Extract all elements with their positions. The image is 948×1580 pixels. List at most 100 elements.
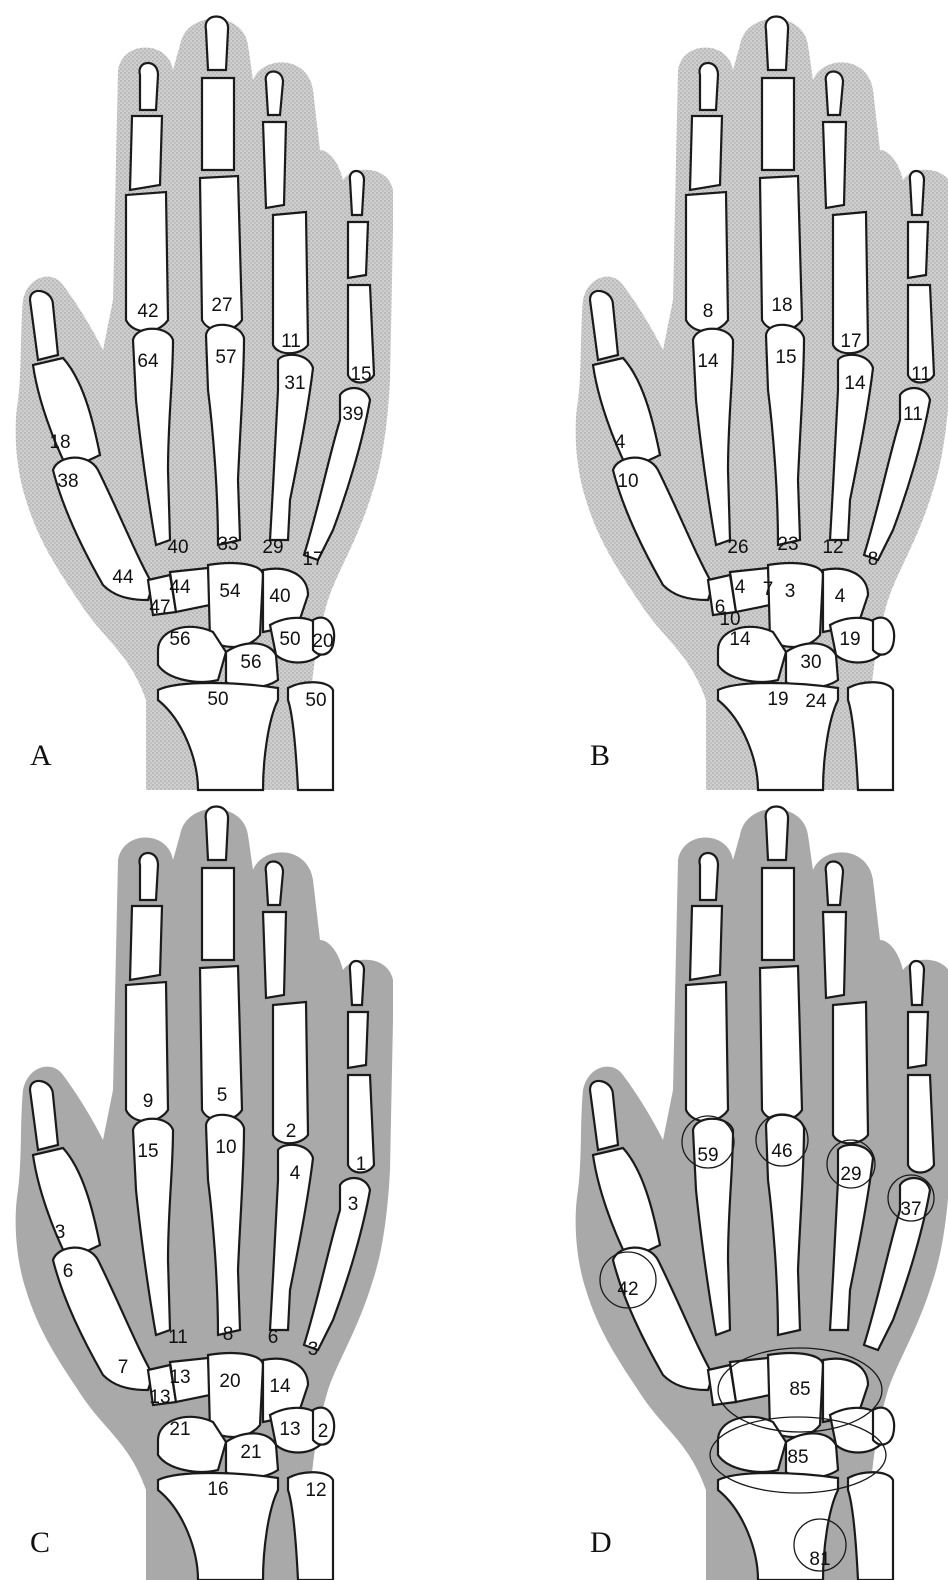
bone-d2-distal (140, 63, 158, 110)
label-d5-meta-base: 17 (302, 549, 323, 570)
label-d3-meta-head: 57 (215, 347, 236, 368)
label-d1-meta-head: 38 (57, 471, 78, 492)
panel-letter-c: C (30, 1526, 50, 1559)
panel-letter-d: D (590, 1526, 612, 1559)
label-d4-meta-head: 4 (290, 1163, 301, 1184)
label-pisiform: 20 (312, 631, 333, 652)
label-d2-mcp: 59 (697, 1145, 718, 1166)
label-d5-prox: 15 (350, 364, 371, 385)
label-radius: 16 (207, 1479, 228, 1500)
label-triquetrum: 13 (279, 1419, 300, 1440)
label-d5-meta-head: 39 (342, 404, 363, 425)
bone-pisiform (873, 1408, 894, 1445)
bone-capitate (208, 563, 263, 647)
bone-d4-distal (826, 72, 843, 116)
bone-d2-middle (130, 906, 162, 980)
label-d5-mcp: 37 (900, 1199, 921, 1220)
label-d1-meta-head: 6 (63, 1261, 74, 1282)
label-capitate: 20 (219, 1371, 240, 1392)
bone-d5-middle (908, 222, 928, 278)
bone-d3-middle (762, 78, 794, 170)
label-d3-meta-base: 33 (217, 534, 238, 555)
label-d3-meta-head: 15 (775, 347, 796, 368)
label-triquetrum: 50 (279, 629, 300, 650)
label-d4-meta-base: 29 (262, 537, 283, 558)
label-hamate: 40 (269, 586, 290, 607)
bone-d2-middle (690, 116, 722, 190)
label-d2-prox: 8 (703, 301, 714, 322)
label-d4-meta-base: 12 (822, 537, 843, 558)
label-d3-prox: 27 (211, 295, 232, 316)
label-d3-meta-head: 10 (215, 1137, 236, 1158)
label-d4-mcp: 29 (840, 1164, 861, 1185)
label-d4-prox: 17 (840, 331, 861, 352)
bone-scaphoid (718, 627, 786, 682)
label-capitate-left: 7 (763, 579, 774, 600)
bone-d4-proximal (833, 1002, 868, 1143)
bone-d3-middle (202, 78, 234, 170)
bone-d5-distal (910, 171, 924, 215)
bone-d2-distal (700, 853, 718, 900)
label-hamate: 14 (269, 1376, 291, 1397)
bone-d5-middle (348, 1012, 368, 1068)
label-triquetrum: 19 (839, 629, 860, 650)
bone-scaphoid (718, 1417, 786, 1472)
label-d2-prox: 9 (143, 1091, 154, 1112)
label-lunate: 21 (240, 1442, 261, 1463)
label-d2-meta-base: 40 (167, 537, 188, 558)
label-scaphoid: 56 (169, 629, 190, 650)
label-ulna-joint: 24 (805, 691, 827, 712)
label-scaphoid: 21 (169, 1419, 190, 1440)
panel-letter-b: B (590, 739, 610, 772)
label-ulna: 12 (305, 1480, 326, 1501)
bone-d2-proximal (686, 982, 728, 1121)
label-d5-prox: 1 (356, 1154, 367, 1175)
label-d1-prox: 3 (55, 1222, 66, 1243)
label-d1-prox: 18 (49, 432, 70, 453)
bone-d3-distal (206, 17, 228, 71)
label-d2-meta-base: 26 (727, 537, 748, 558)
bone-capitate (768, 563, 823, 647)
label-d2-meta-head: 15 (137, 1141, 158, 1162)
label-trapezoid: 13 (169, 1367, 190, 1388)
label-d5-meta-head: 11 (903, 404, 923, 425)
bone-d4-middle (823, 912, 846, 998)
label-d2-meta-head: 64 (137, 351, 159, 372)
bone-d3-distal (766, 807, 788, 861)
panel-c: 9521151043361186371313201421211321612 (16, 807, 393, 1580)
label-d5-meta-base: 8 (868, 549, 879, 570)
bone-d4-middle (263, 122, 286, 208)
label-lunate: 56 (240, 652, 261, 673)
bone-d5-distal (350, 171, 364, 215)
label-hamate: 4 (835, 586, 846, 607)
label-d4-meta-base: 6 (268, 1327, 279, 1348)
bone-pisiform (873, 618, 894, 655)
bone-capitate (208, 1353, 263, 1437)
label-trapezoid: 44 (169, 577, 191, 598)
bone-d4-distal (826, 862, 843, 906)
label-pisiform: 2 (318, 1421, 329, 1442)
label-capitate: 54 (219, 581, 241, 602)
bone-scaphoid (158, 627, 226, 682)
label-radioulnar: 81 (809, 1549, 830, 1570)
label-radius: 19 (767, 689, 788, 710)
label-d5-meta-head: 3 (348, 1194, 359, 1215)
label-d2-meta-head: 14 (697, 351, 719, 372)
bone-d3-distal (206, 807, 228, 861)
label-carpal-distal: 85 (789, 1379, 810, 1400)
bone-d3-proximal (760, 966, 802, 1121)
bone-d4-middle (263, 912, 286, 998)
bone-d5-middle (908, 1012, 928, 1068)
label-scaphoid-top: 10 (719, 609, 740, 630)
label-d1-prox: 4 (615, 432, 626, 453)
label-d1-meta-base: 7 (118, 1357, 129, 1378)
bone-d3-distal (766, 17, 788, 71)
label-d4-prox: 11 (281, 331, 301, 352)
bone-d4-distal (266, 862, 283, 906)
panel-letter-a: A (30, 739, 52, 772)
